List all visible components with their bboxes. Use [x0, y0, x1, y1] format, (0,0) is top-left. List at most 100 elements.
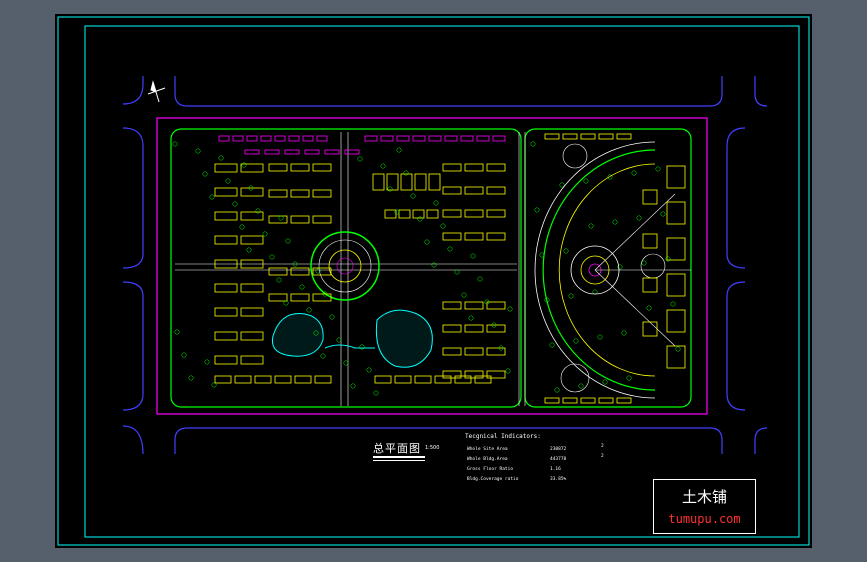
tree-symbol	[433, 200, 439, 206]
tree-symbol	[315, 268, 321, 274]
tree-symbol	[440, 223, 446, 229]
tree-symbol	[292, 261, 298, 267]
building-footprint	[386, 173, 399, 191]
building-footprint	[486, 301, 506, 310]
building-footprint	[464, 370, 484, 379]
building-footprint	[374, 375, 392, 384]
building-footprint	[414, 173, 427, 191]
building-footprint	[486, 209, 506, 218]
building-footprint	[260, 135, 272, 142]
building-footprint	[246, 135, 258, 142]
tech-row-label: Whole Site Area	[467, 447, 508, 452]
tree-symbol	[232, 201, 238, 207]
tree-symbol	[202, 171, 208, 177]
building-footprint	[642, 321, 658, 337]
tree-symbol	[262, 231, 268, 237]
tree-symbol	[621, 330, 627, 336]
tree-symbol	[617, 264, 623, 270]
building-footprint	[464, 347, 484, 356]
building-footprint	[486, 370, 506, 379]
tree-symbol	[636, 215, 642, 221]
tree-symbol	[283, 300, 289, 306]
building-footprint	[240, 187, 264, 197]
building-footprint	[264, 149, 280, 155]
building-footprint	[398, 209, 411, 219]
building-footprint	[214, 331, 238, 341]
building-footprint	[364, 135, 378, 142]
outer-frame	[57, 16, 810, 546]
tree-symbol	[336, 337, 342, 343]
building-footprint	[268, 267, 288, 276]
building-footprint	[214, 375, 232, 384]
tree-symbol	[612, 219, 618, 225]
building-footprint	[324, 149, 340, 155]
tree-symbol	[276, 277, 282, 283]
building-footprint	[384, 209, 397, 219]
tree-symbol	[549, 342, 555, 348]
tree-symbol	[607, 174, 613, 180]
watermark-name: 土木铺	[681, 488, 727, 506]
tree-symbol	[172, 141, 178, 147]
tree-symbol	[417, 216, 423, 222]
tree-symbol	[359, 344, 365, 350]
tree-symbol	[343, 360, 349, 366]
building-footprint	[312, 267, 332, 276]
tree-symbol	[484, 299, 490, 305]
building-footprint	[214, 163, 238, 173]
building-footprint	[268, 293, 288, 302]
building-footprint	[426, 209, 439, 219]
tree-symbol	[387, 186, 393, 192]
title-underline	[373, 456, 425, 458]
building-footprint	[284, 149, 300, 155]
building-footprint	[666, 237, 686, 261]
tree-symbol	[602, 379, 608, 385]
tree-symbol	[278, 215, 284, 221]
axial-roads	[175, 132, 526, 406]
tree-symbol	[573, 338, 579, 344]
building-footprint	[486, 186, 506, 195]
north-edge-buildings	[218, 135, 506, 155]
building-footprint	[442, 370, 462, 379]
tree-symbol	[255, 208, 261, 214]
building-footprint	[428, 173, 441, 191]
building-footprint	[214, 211, 238, 221]
tree-symbol	[410, 193, 416, 199]
building-footprint	[442, 186, 462, 195]
building-footprint	[464, 232, 484, 241]
building-footprint	[442, 232, 462, 241]
tree-symbol	[626, 375, 632, 381]
building-footprint	[486, 347, 506, 356]
inner-frame	[84, 25, 800, 538]
building-footprint	[400, 173, 413, 191]
tree-symbol	[554, 387, 560, 393]
tech-row-value: 230872	[550, 447, 567, 452]
left-block-buildings	[214, 163, 506, 384]
building-footprint	[372, 173, 385, 191]
tech-row-label: Gross Floor Ratio	[467, 467, 514, 472]
building-footprint	[394, 375, 412, 384]
perimeter-roads	[122, 76, 768, 455]
tree-symbol	[174, 329, 180, 335]
building-footprint	[442, 347, 462, 356]
building-footprint	[396, 135, 410, 142]
building-footprint	[616, 397, 632, 404]
tree-symbol	[631, 170, 637, 176]
building-footprint	[274, 135, 286, 142]
tree-symbol	[248, 185, 254, 191]
building-footprint	[240, 331, 264, 341]
building-footprint	[268, 189, 288, 198]
building-footprint	[290, 163, 310, 172]
building-footprint	[442, 301, 462, 310]
tech-row-label: Whole Bldg.Area	[467, 457, 508, 462]
building-footprint	[580, 133, 596, 140]
building-footprint	[412, 135, 426, 142]
building-footprint	[412, 209, 425, 219]
tree-symbol	[655, 166, 661, 172]
building-footprint	[598, 397, 614, 404]
tree-symbol	[218, 155, 224, 161]
tree-symbol	[498, 345, 504, 351]
building-footprint	[244, 149, 260, 155]
tree-symbol	[424, 239, 430, 245]
tree-symbol	[592, 289, 598, 295]
building-footprint	[240, 307, 264, 317]
